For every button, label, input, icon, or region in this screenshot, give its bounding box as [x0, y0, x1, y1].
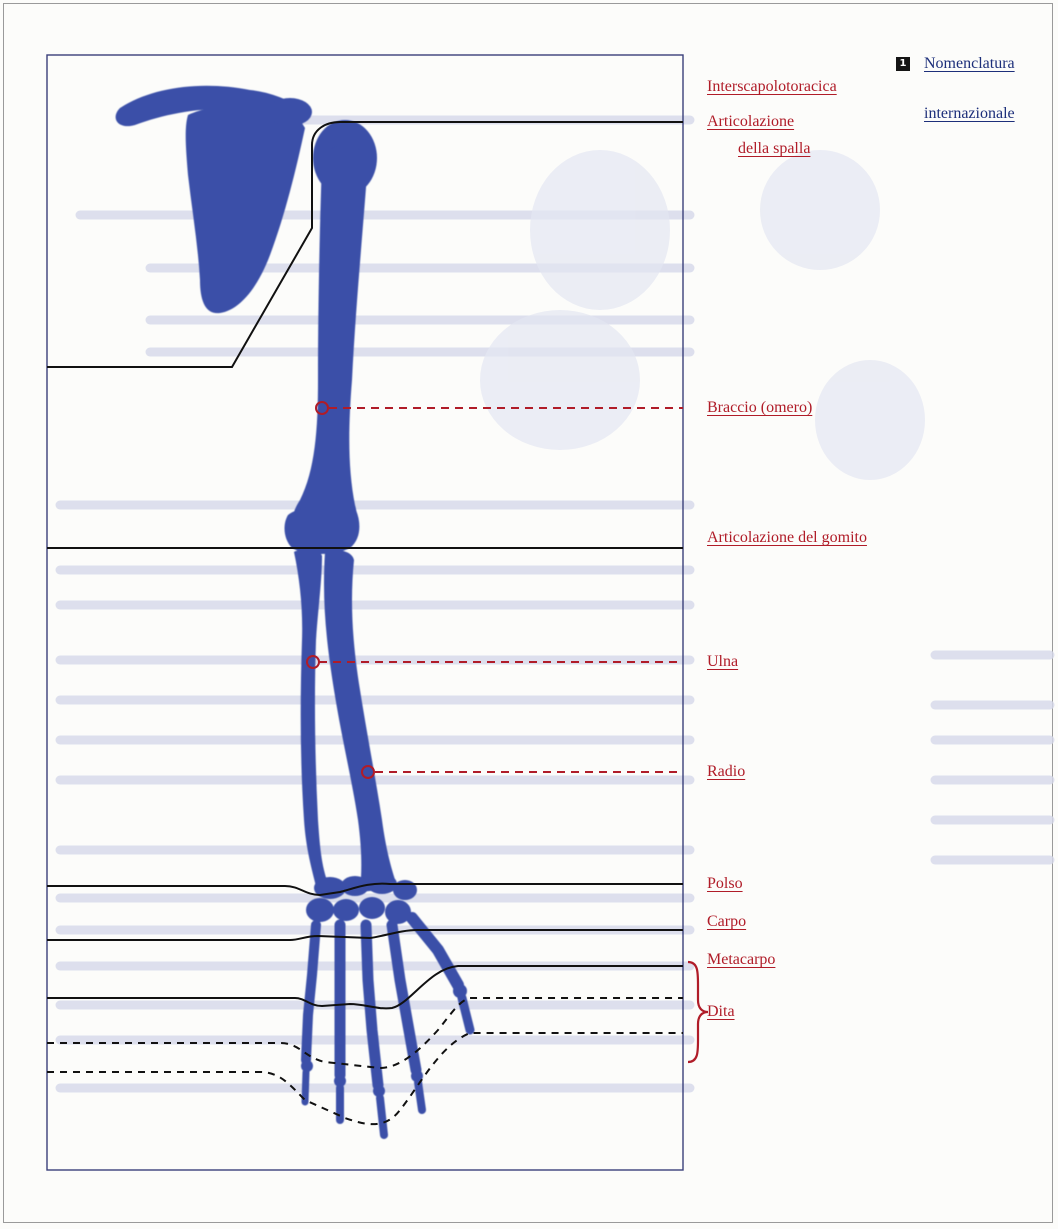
label-braccio: Braccio (omero): [707, 398, 812, 418]
label-carpo: Carpo: [707, 912, 746, 932]
pointer-lines: [319, 408, 683, 772]
legend-nomenclatura: Nomenclatura: [924, 54, 1015, 74]
label-interscapolotoracica: Interscapolotoracica: [707, 77, 837, 97]
label-articolazione-spalla-1: Articolazione: [707, 112, 794, 132]
label-dita: Dita: [707, 1002, 735, 1022]
show-through-blobs: [480, 150, 925, 480]
label-articolazione-spalla-2: della spalla: [738, 139, 810, 159]
label-gomito: Articolazione del gomito: [707, 528, 867, 548]
label-ulna: Ulna: [707, 652, 738, 672]
finger-dashed-lines: [47, 998, 683, 1124]
label-polso: Polso: [707, 874, 743, 894]
dita-brace: [688, 962, 708, 1062]
humerus-bone: [293, 145, 369, 540]
finger-bones: [305, 918, 470, 1135]
legend-number-badge: 1: [896, 57, 910, 71]
bones: [116, 86, 470, 1135]
scapula-bone: [186, 106, 305, 314]
label-radio: Radio: [707, 762, 745, 782]
elbow-joint: [285, 505, 360, 554]
legend-internazionale: internazionale: [924, 104, 1015, 124]
label-metacarpo: Metacarpo: [707, 950, 775, 970]
